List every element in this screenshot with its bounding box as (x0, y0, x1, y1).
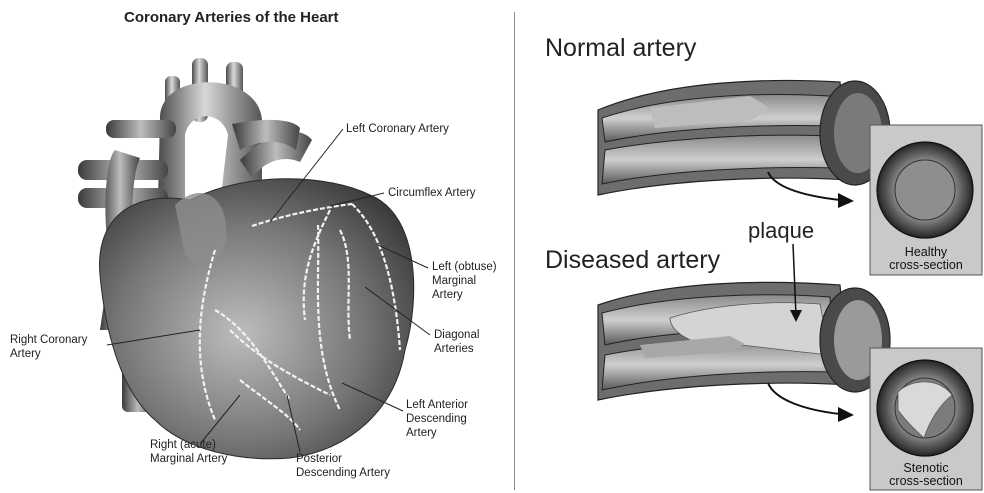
label-right-marginal-artery: Right (acute) Marginal Artery (150, 438, 227, 466)
label-circumflex-artery: Circumflex Artery (388, 186, 476, 200)
label-right-coronary-artery: Right Coronary Artery (10, 333, 87, 361)
label-left-coronary-artery: Left Coronary Artery (346, 122, 449, 136)
label-diagonal-arteries: Diagonal Arteries (434, 328, 479, 356)
normal-artery-tube (598, 80, 890, 195)
coronary-arteries-panel: Coronary Arteries of the Heart (0, 0, 510, 493)
label-posterior-descending-artery: Posterior Descending Artery (296, 452, 390, 480)
diseased-arrow (768, 383, 840, 414)
diseased-artery-tube (598, 282, 890, 400)
panel-divider (514, 12, 515, 490)
label-left-anterior-descending: Left Anterior Descending Artery (406, 398, 468, 440)
healthy-caption: Healthy cross-section (872, 246, 980, 272)
label-left-marginal-artery: Left (obtuse) Marginal Artery (432, 260, 497, 302)
artery-comparison-panel: Normal artery Diseased artery plaque (520, 0, 984, 493)
stenotic-caption: Stenotic cross-section (872, 462, 980, 488)
